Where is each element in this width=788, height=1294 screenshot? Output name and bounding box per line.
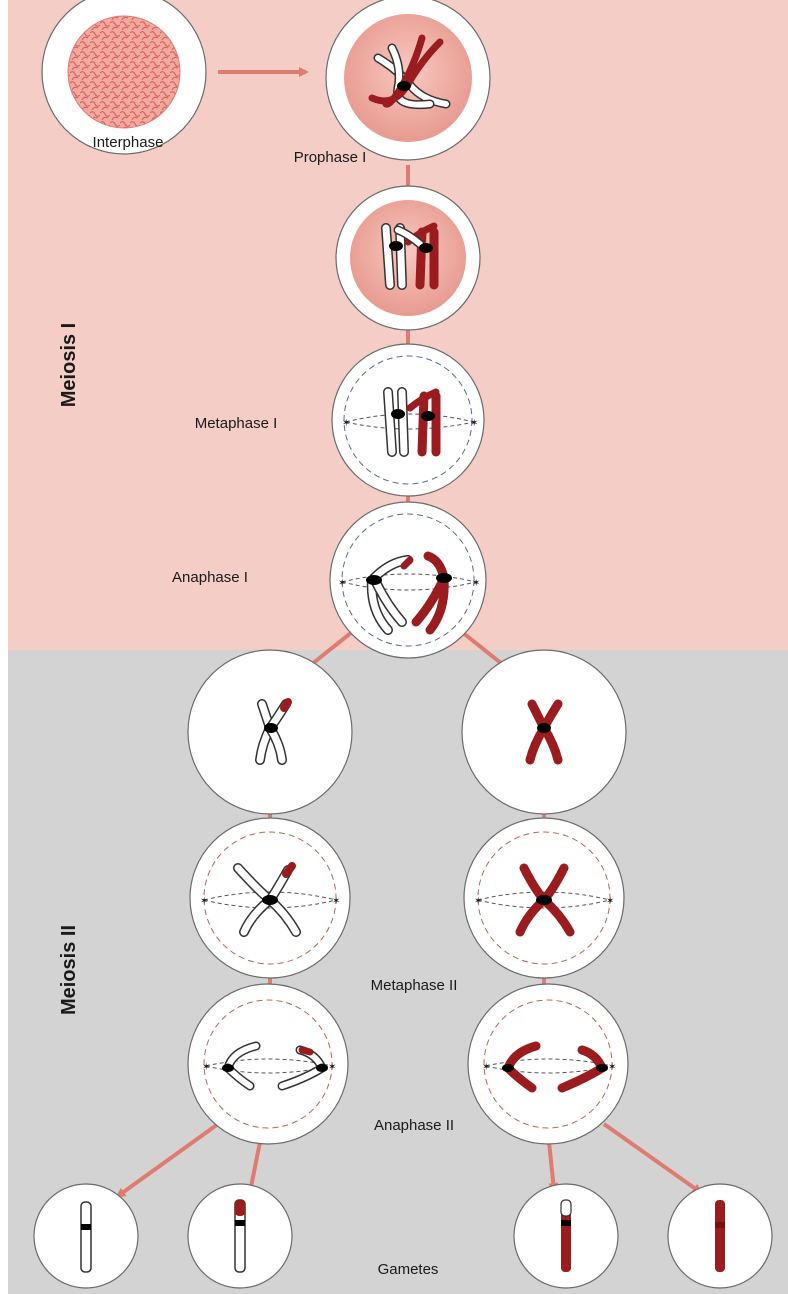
anaphase-2-right-cell: ✶ ✶ (467, 983, 629, 1145)
gametes-label: Gametes (378, 1261, 439, 1278)
prophase-1-label: Prophase I (294, 149, 367, 166)
svg-text:✶: ✶ (606, 896, 614, 907)
arrow-to-gamete-4 (602, 1122, 703, 1194)
interphase-nucleus (67, 15, 181, 129)
interphase-cell (41, 0, 207, 155)
anaphase-1-label: Anaphase I (172, 569, 248, 586)
anaphase-2-left-cell: ✶ ✶ (187, 983, 349, 1145)
metaphase-2-right-cell: ✶ ✶ (463, 817, 625, 979)
meiosis-2-right-cell (461, 649, 627, 815)
meiosis-2-label: Meiosis II (58, 925, 80, 1015)
meiosis-2-background (8, 650, 788, 1294)
synapsis-nucleus (350, 200, 466, 316)
synapsis-cell (335, 185, 481, 331)
metaphase-1-cell: ✶ ✶ (331, 343, 485, 497)
metaphase-1-label: Metaphase I (195, 415, 278, 432)
svg-text:✶: ✶ (608, 1062, 616, 1073)
prophase-1-cell (325, 0, 491, 161)
svg-text:✶: ✶ (472, 578, 480, 589)
gamete-2 (187, 1183, 293, 1289)
meiosis-1-label: Meiosis I (58, 323, 80, 407)
svg-text:✶: ✶ (200, 896, 208, 907)
anaphase-2-label: Anaphase II (374, 1117, 454, 1134)
gamete-3 (513, 1183, 619, 1289)
interphase-label: Interphase (93, 134, 164, 151)
metaphase-2-left-cell: ✶ ✶ (189, 817, 351, 979)
svg-text:✶: ✶ (338, 578, 346, 589)
svg-text:✶: ✶ (342, 418, 350, 429)
anaphase-1-cell: ✶ ✶ (329, 501, 487, 659)
metaphase-2-label: Metaphase II (371, 977, 458, 994)
gamete-4 (667, 1183, 773, 1289)
svg-text:✶: ✶ (332, 896, 340, 907)
svg-text:✶: ✶ (470, 418, 478, 429)
gamete-1 (33, 1183, 139, 1289)
meiosis-2-left-cell (187, 649, 353, 815)
svg-text:✶: ✶ (474, 896, 482, 907)
svg-text:✶: ✶ (328, 1062, 336, 1073)
arrow-to-gamete-1 (115, 1122, 220, 1198)
svg-text:✶: ✶ (202, 1062, 210, 1073)
prophase-1-centromere (397, 81, 411, 91)
svg-text:✶: ✶ (482, 1062, 490, 1073)
